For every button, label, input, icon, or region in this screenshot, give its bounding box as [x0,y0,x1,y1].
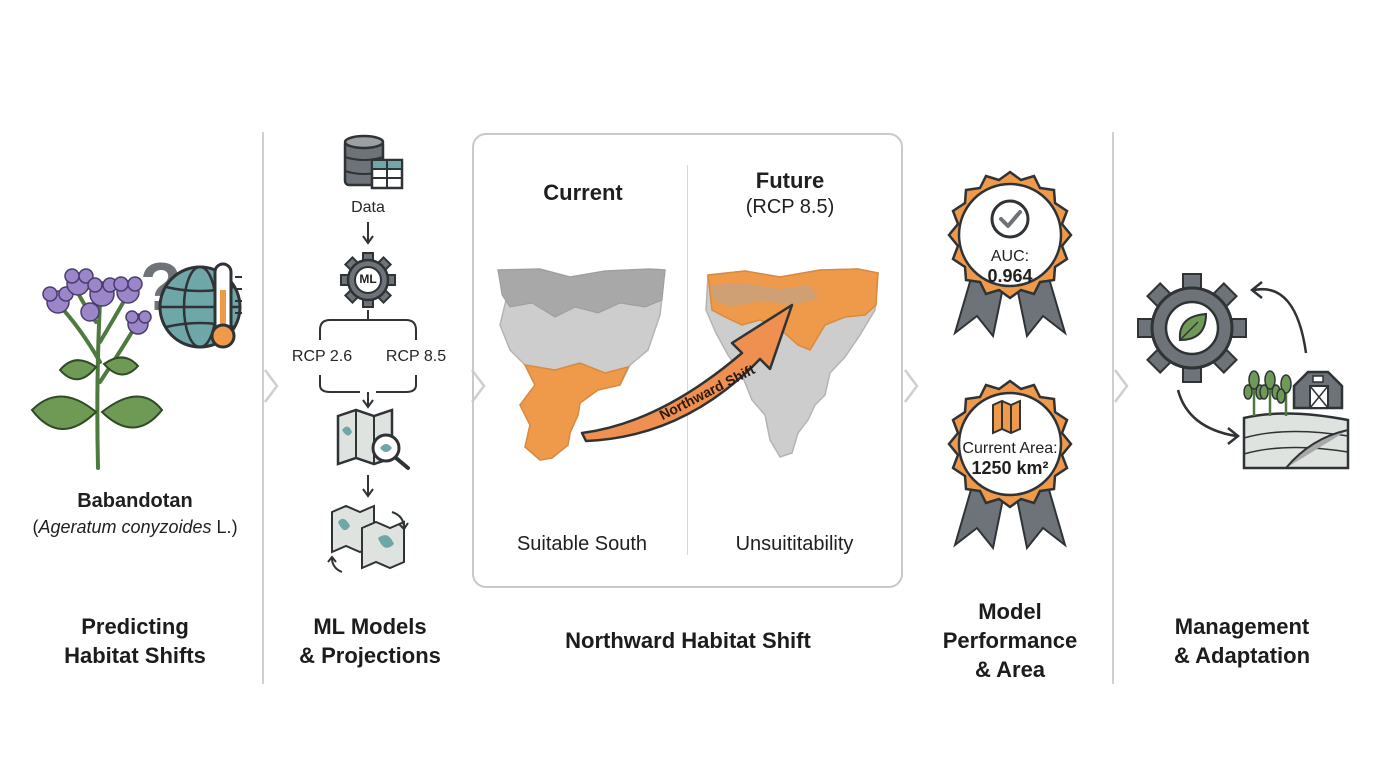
area-badge [947,379,1073,551]
habitat-map-panel [472,133,903,588]
flower-icon [42,268,152,335]
section-title-management: Management & Adaptation [1140,612,1344,670]
chevron-right-icon [1114,369,1129,403]
thermometer-icon [210,262,242,349]
current-map [497,268,666,461]
northward-arrow-icon [580,303,794,443]
species-latin: Ageratum conyzoides [38,517,212,537]
current-caption: Suitable South [516,533,648,555]
chevron-right-icon [471,369,486,403]
auc-value: 0.964 [987,266,1033,286]
caption-line: Predicting [81,614,189,639]
species-scientific-name: (Ageratum conyzoides L.) [32,517,238,537]
wheat-icon [1243,370,1292,416]
caption-line: & Adaptation [1173,643,1311,668]
section-title-predicting: Predicting Habitat Shifts [20,612,250,670]
caption-line: ML Models [313,614,427,639]
divider-1 [262,132,264,684]
future-caption: Unsuititability [735,533,854,555]
auc-badge [947,170,1073,339]
section-title-ml: ML Models & Projections [270,612,470,670]
database-icon [343,134,404,190]
caption-line: & Area [974,657,1046,682]
species-common-name: Babandotan [77,490,193,512]
caption-line: Habitat Shifts [64,643,206,668]
caption-line: Management [1174,614,1310,639]
management-illustration [1137,273,1350,470]
auc-label: AUC: [990,248,1030,265]
habitat-maps [497,268,879,461]
farm-icon [1242,370,1350,470]
section-title-shift: Northward Habitat Shift [500,626,876,655]
map-search-icon [336,408,410,470]
leaf-icon [100,395,164,429]
scenario-rcp26: RCP 2.6 [291,348,353,365]
divider-2 [1112,132,1114,684]
projection-maps-icon [327,504,409,573]
future-title: Future [755,168,825,193]
gear-icon [340,252,396,308]
gear-leaf-icon [1137,273,1247,383]
caption-line: Northward Habitat Shift [565,628,811,653]
current-title: Current [543,180,623,205]
area-label: Current Area: [962,440,1058,457]
data-label: Data [351,199,385,216]
caption-line: Model [978,599,1042,624]
leaf-icon [30,395,98,430]
ml-label: ML [359,272,377,286]
ml-pipeline [319,134,417,573]
species-author: L. [216,517,232,537]
map-icon [992,399,1021,435]
area-value: 1250 km² [971,458,1049,478]
caption-line: Performance [942,628,1078,653]
plant-illustration: ? [30,249,242,470]
check-circle-icon [990,199,1030,239]
chevron-right-icon [264,369,279,403]
barn-icon [1292,370,1344,410]
future-map [705,268,879,458]
chevron-right-icon [904,369,919,403]
panel-divider [687,165,688,555]
caption-line: & Projections [299,643,441,668]
scenario-rcp85: RCP 8.5 [385,348,447,365]
future-scenario: (RCP 8.5) [745,196,835,218]
section-title-performance: Model Performance & Area [920,597,1100,684]
